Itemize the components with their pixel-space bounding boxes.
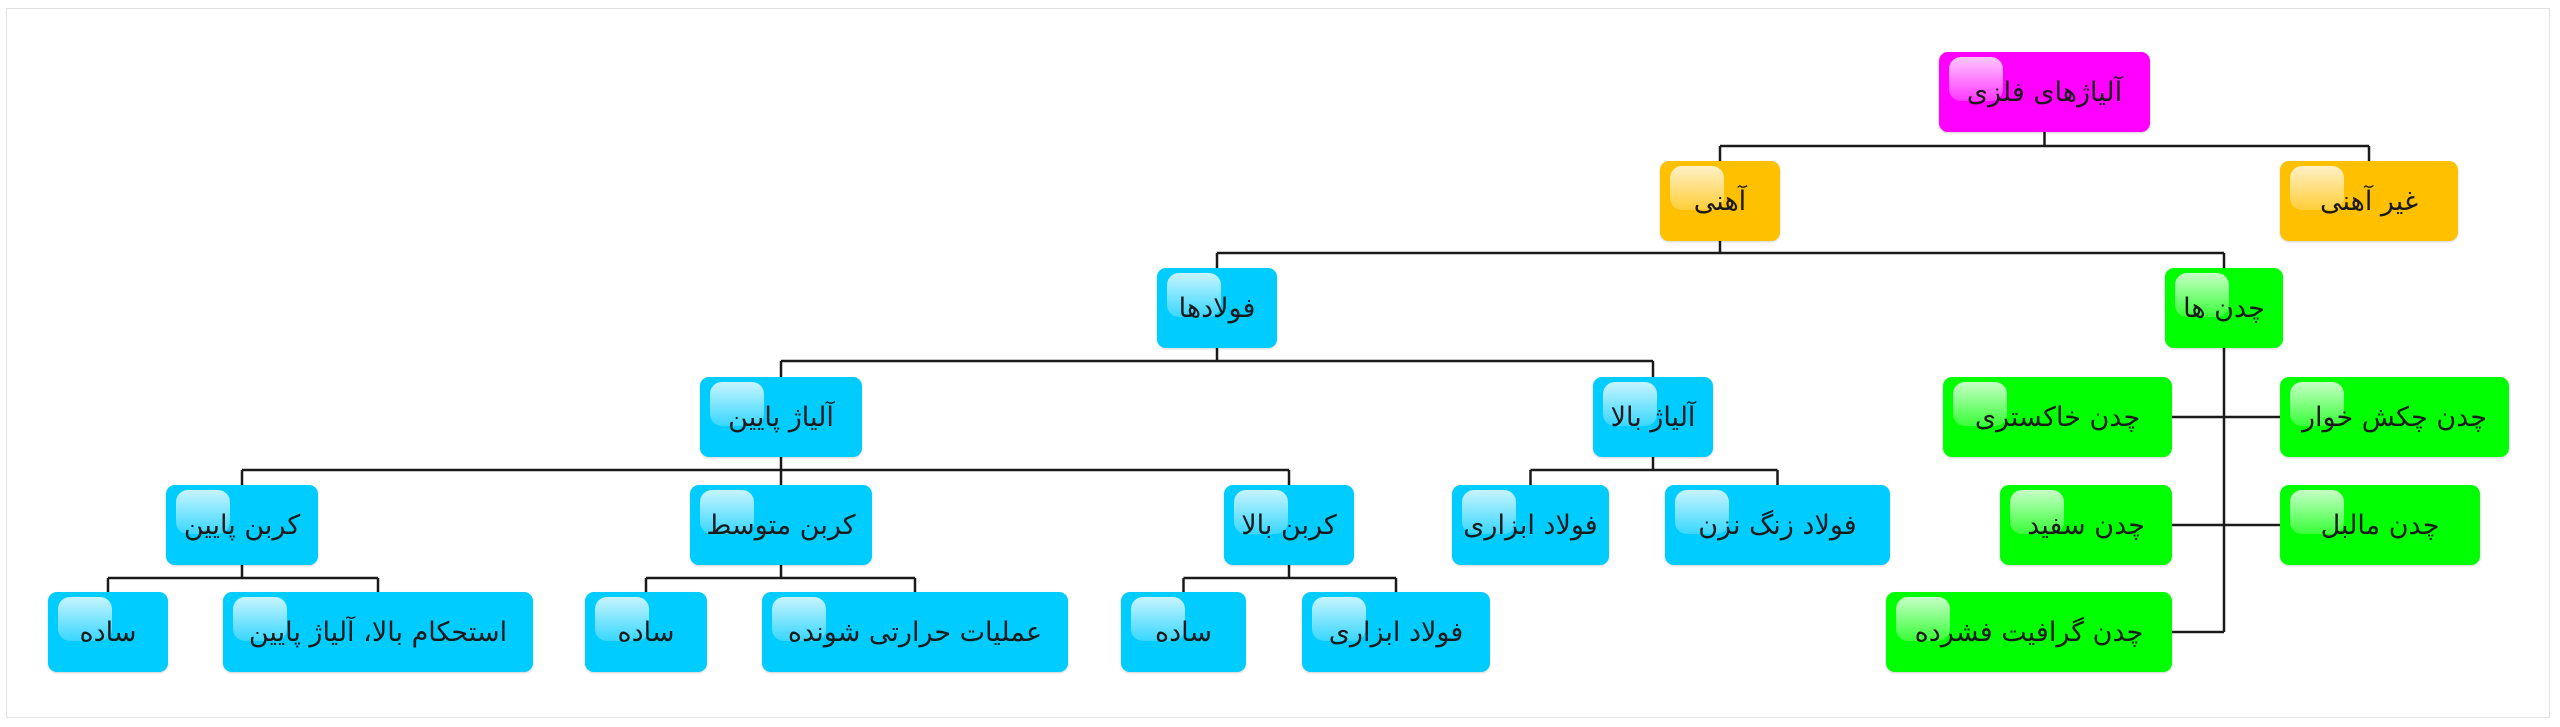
node-ductile-cast-iron: چدن چکش خوار xyxy=(2280,377,2509,457)
node-tool-steel-high-carbon: فولاد ابزاری xyxy=(1302,592,1490,672)
node-white-cast-iron: چدن سفید xyxy=(2000,485,2172,565)
node-low-alloy: آلیاژ پایین xyxy=(700,377,862,457)
node-high-strength-low-alloy: استحکام بالا، آلیاژ پایین xyxy=(223,592,533,672)
node-medium-carbon: کربن متوسط xyxy=(690,485,872,565)
node-plain-medium-carbon: ساده xyxy=(585,592,707,672)
node-nonferrous: غیر آهنی xyxy=(2280,161,2458,241)
node-heat-treatable: عملیات حرارتی شونده xyxy=(762,592,1068,672)
node-gray-cast-iron: چدن خاکستری xyxy=(1943,377,2172,457)
node-tool-steel-high-alloy: فولاد ابزاری xyxy=(1452,485,1609,565)
node-plain-low-carbon: ساده xyxy=(48,592,168,672)
node-metal-alloys: آلیاژهای فلزی xyxy=(1939,52,2150,132)
node-compacted-graphite-iron: چدن گرافیت فشرده xyxy=(1886,592,2172,672)
node-high-carbon: کربن بالا xyxy=(1224,485,1354,565)
node-ferrous: آهنی xyxy=(1660,161,1780,241)
node-plain-high-carbon: ساده xyxy=(1121,592,1246,672)
node-high-alloy: آلیاژ بالا xyxy=(1593,377,1713,457)
diagram-frame xyxy=(6,8,2550,718)
node-cast-irons: چدن ها xyxy=(2165,268,2283,348)
node-malleable-cast-iron: چدن مالبل xyxy=(2280,485,2480,565)
node-stainless-steel: فولاد زنگ نزن xyxy=(1665,485,1890,565)
node-steels: فولادها xyxy=(1157,268,1277,348)
node-low-carbon: کربن پایین xyxy=(166,485,318,565)
